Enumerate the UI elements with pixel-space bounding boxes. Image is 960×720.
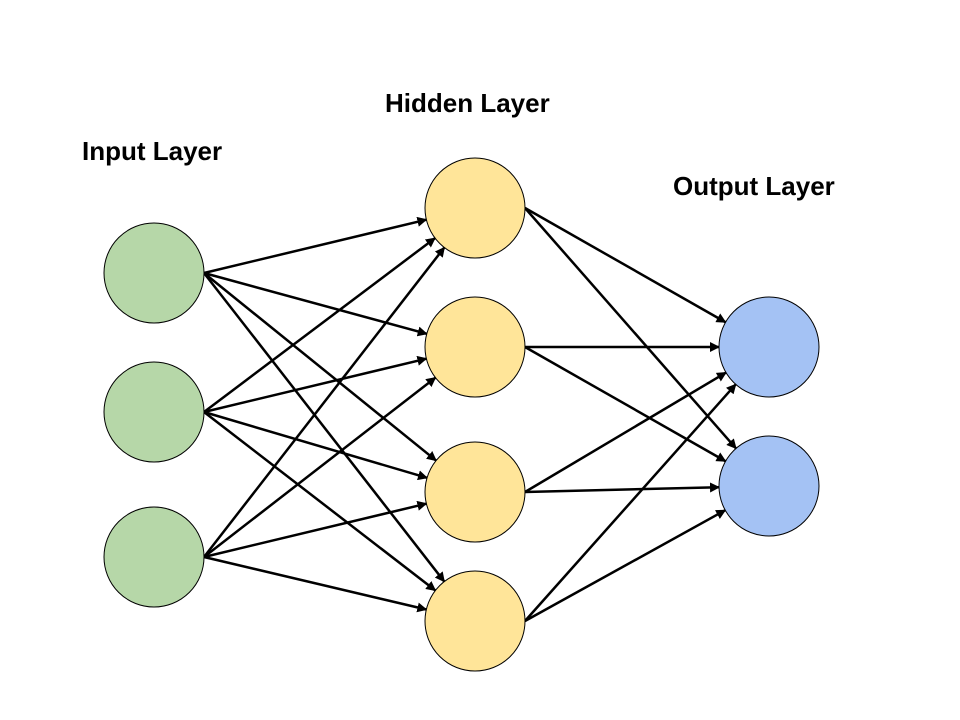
- input-node-2: [103, 361, 205, 463]
- hidden-node-3: [424, 441, 526, 543]
- edge-input-3-to-hidden-4: [203, 555, 428, 613]
- output-node-2: [718, 435, 820, 537]
- edge-input-1-to-hidden-1: [203, 216, 428, 275]
- hidden-node-4: [424, 570, 526, 672]
- hidden-node-2: [424, 296, 526, 398]
- edge-input-3-to-hidden-1: [203, 246, 446, 558]
- edge-input-2-to-hidden-2: [203, 355, 428, 414]
- edge-hidden-2-to-output-2: [524, 345, 727, 463]
- edge-hidden-3-to-output-1: [524, 371, 727, 494]
- edge-input-1-to-hidden-2: [203, 271, 428, 337]
- edge-input-2-to-hidden-1: [203, 237, 436, 413]
- edge-hidden-4-to-output-2: [524, 509, 727, 623]
- input-layer-label: Input Layer: [82, 136, 223, 166]
- edge-input-1-to-hidden-4: [203, 272, 446, 583]
- output-layer-label: Output Layer: [673, 171, 835, 201]
- edge-input-1-to-hidden-3: [203, 272, 437, 462]
- edge-input-3-to-hidden-2: [203, 376, 437, 558]
- edge-hidden-3-to-output-2: [524, 482, 721, 494]
- input-node-1: [103, 222, 205, 324]
- edge-input-2-to-hidden-3: [203, 410, 429, 481]
- edge-hidden-1-to-output-2: [524, 207, 737, 450]
- edge-hidden-1-to-output-1: [524, 206, 727, 324]
- connections-group: [203, 206, 737, 623]
- edge-input-3-to-hidden-3: [203, 500, 428, 559]
- input-node-3: [103, 506, 205, 608]
- edge-hidden-4-to-output-1: [524, 383, 737, 622]
- hidden-layer-label: Hidden Layer: [385, 88, 550, 118]
- hidden-node-1: [424, 157, 526, 259]
- edge-input-2-to-hidden-4: [203, 411, 437, 592]
- output-node-1: [718, 296, 820, 398]
- nodes-group: [103, 157, 820, 672]
